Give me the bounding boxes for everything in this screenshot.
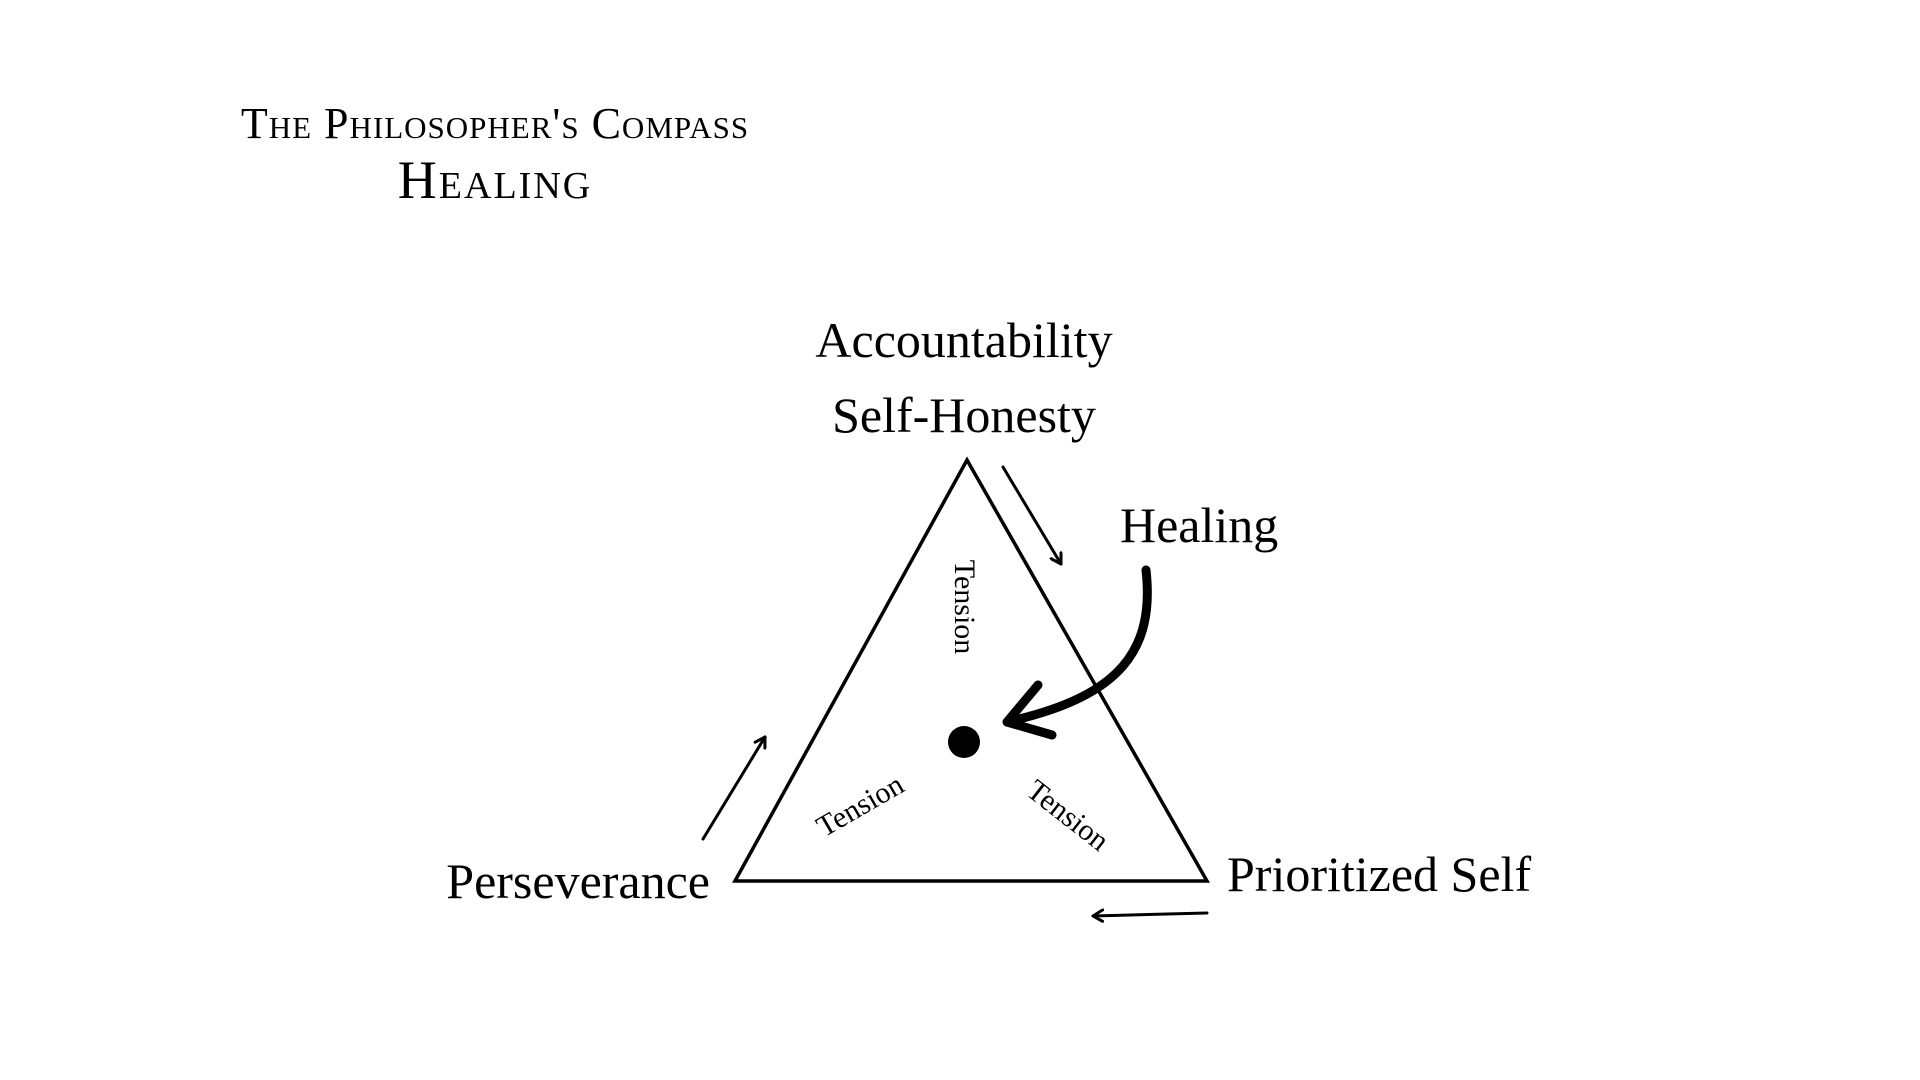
healing-label: Healing [1120, 497, 1278, 553]
center-dot [948, 726, 980, 758]
vertex-label-right: Prioritized Self [1227, 846, 1531, 902]
diagram-title: Healing [397, 150, 593, 211]
title-block: The Philosopher's Compass Healing [200, 99, 790, 213]
healing-arrow-head [1002, 680, 1057, 740]
compass-triangle [732, 456, 1211, 883]
tension-label-top: Tension [948, 560, 981, 655]
vertex-label-top-line1: Accountability [815, 312, 1112, 368]
tension-label-left: Tension [811, 768, 909, 844]
healing-arrow-shaft [1010, 565, 1152, 725]
vertex-label-left: Perseverance [446, 853, 710, 909]
flow-arrow-bottom [1091, 913, 1209, 916]
vertex-label-top-line2: Self-Honesty [832, 387, 1096, 443]
diagram-supertitle: The Philosopher's Compass [240, 99, 750, 148]
tension-label-right: Tension [1020, 773, 1115, 857]
flow-arrow-left [701, 735, 767, 841]
flow-arrow-top-right [1001, 465, 1061, 566]
